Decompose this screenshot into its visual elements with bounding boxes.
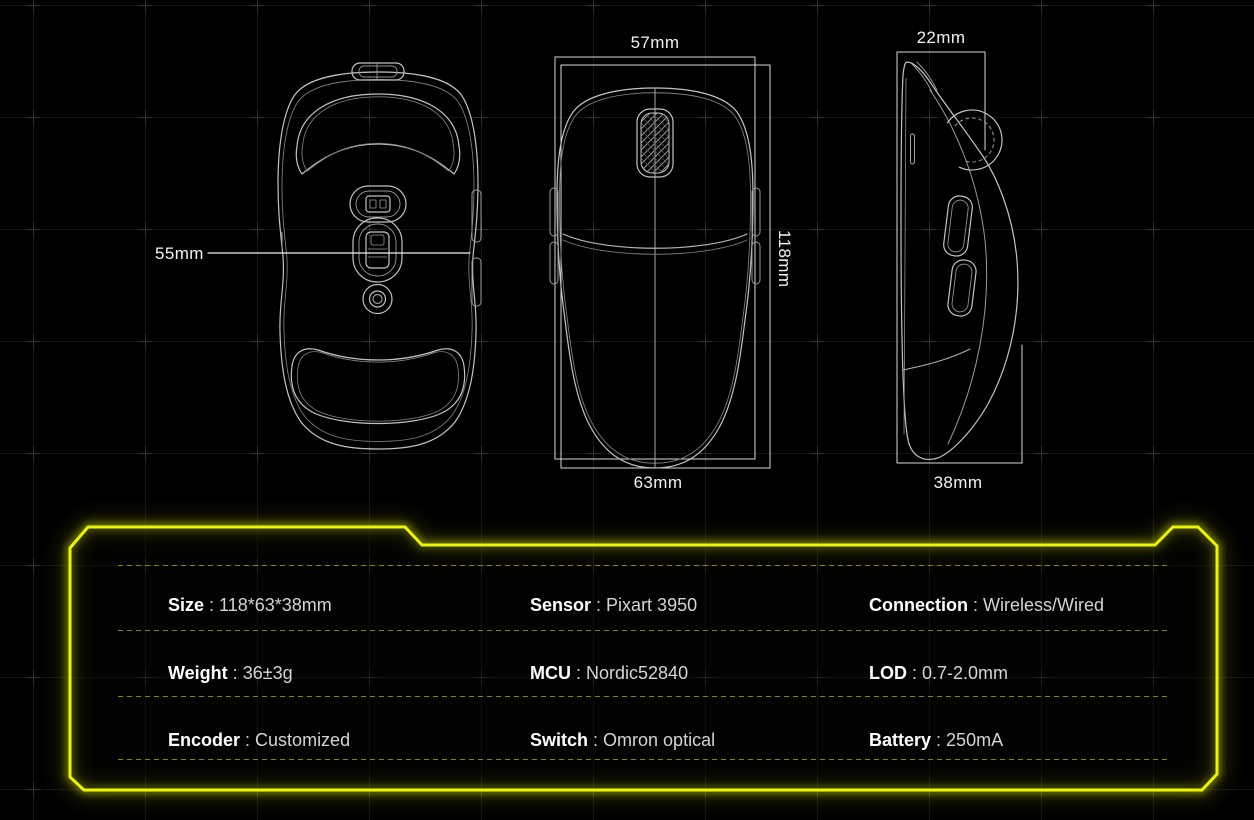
- spec-colon: :: [240, 730, 256, 750]
- spec-encoder: Encoder : Customized: [168, 727, 350, 753]
- spec-battery-label: Battery: [869, 730, 932, 750]
- spec-colon: :: [968, 595, 984, 615]
- spec-connection-label: Connection: [869, 595, 968, 615]
- spec-connection: Connection : Wireless/Wired: [869, 592, 1104, 618]
- spec-sensor: Sensor : Pixart 3950: [530, 592, 697, 618]
- spec-switch: Switch : Omron optical: [530, 727, 715, 753]
- spec-sensor-label: Sensor: [530, 595, 592, 615]
- spec-colon: :: [588, 730, 604, 750]
- spec-switch-label: Switch: [530, 730, 589, 750]
- spec-colon: :: [591, 595, 607, 615]
- spec-mcu-value: Nordic52840: [586, 663, 689, 683]
- separator-line: [118, 696, 1170, 697]
- spec-lod-label: LOD: [869, 663, 907, 683]
- spec-mcu-label: MCU: [530, 663, 571, 683]
- spec-colon: :: [204, 595, 220, 615]
- spec-weight-value: 36±3g: [242, 663, 293, 683]
- spec-lod: LOD : 0.7-2.0mm: [869, 660, 1008, 686]
- dim-box-118mm: [560, 64, 771, 469]
- spec-colon: :: [227, 663, 243, 683]
- dim-label-base-width: 63mm: [633, 473, 683, 492]
- spec-battery-value: 250mA: [946, 730, 1004, 750]
- spec-lod-value: 0.7-2.0mm: [922, 663, 1009, 683]
- side-wheel-arc: [946, 109, 1003, 171]
- spec-encoder-value: Customized: [255, 730, 351, 750]
- spec-switch-value: Omron optical: [603, 730, 716, 750]
- spec-size-value: 118*63*38mm: [219, 595, 332, 615]
- separator-line: [118, 630, 1170, 631]
- dim-label-top-width: 57mm: [630, 33, 680, 52]
- spec-encoder-label: Encoder: [168, 730, 241, 750]
- spec-colon: :: [907, 663, 923, 683]
- spec-sensor-value: Pixart 3950: [606, 595, 698, 615]
- spec-weight-label: Weight: [168, 663, 228, 683]
- separator-line: [118, 759, 1170, 760]
- spec-battery: Battery : 250mA: [869, 727, 1003, 753]
- spec-mcu: MCU : Nordic52840: [530, 660, 688, 686]
- spec-size: Size : 118*63*38mm: [168, 592, 332, 618]
- mouse-side-view-drawing: [896, 51, 1023, 464]
- mouse-top-view-drawing: [549, 56, 771, 469]
- dim-label-side-base: 38mm: [933, 473, 983, 492]
- spec-colon: :: [931, 730, 947, 750]
- spec-weight: Weight : 36±3g: [168, 660, 293, 686]
- spec-colon: :: [571, 663, 587, 683]
- separator-line: [118, 565, 1170, 566]
- dim-lines-side-view: [896, 51, 1023, 464]
- dim-label-side-front: 22mm: [916, 28, 966, 47]
- spec-size-label: Size: [168, 595, 205, 615]
- mouse-bottom-view-drawing: [207, 62, 482, 450]
- dim-label-bottom-width: 55mm: [155, 244, 204, 263]
- spec-connection-value: Wireless/Wired: [983, 595, 1105, 615]
